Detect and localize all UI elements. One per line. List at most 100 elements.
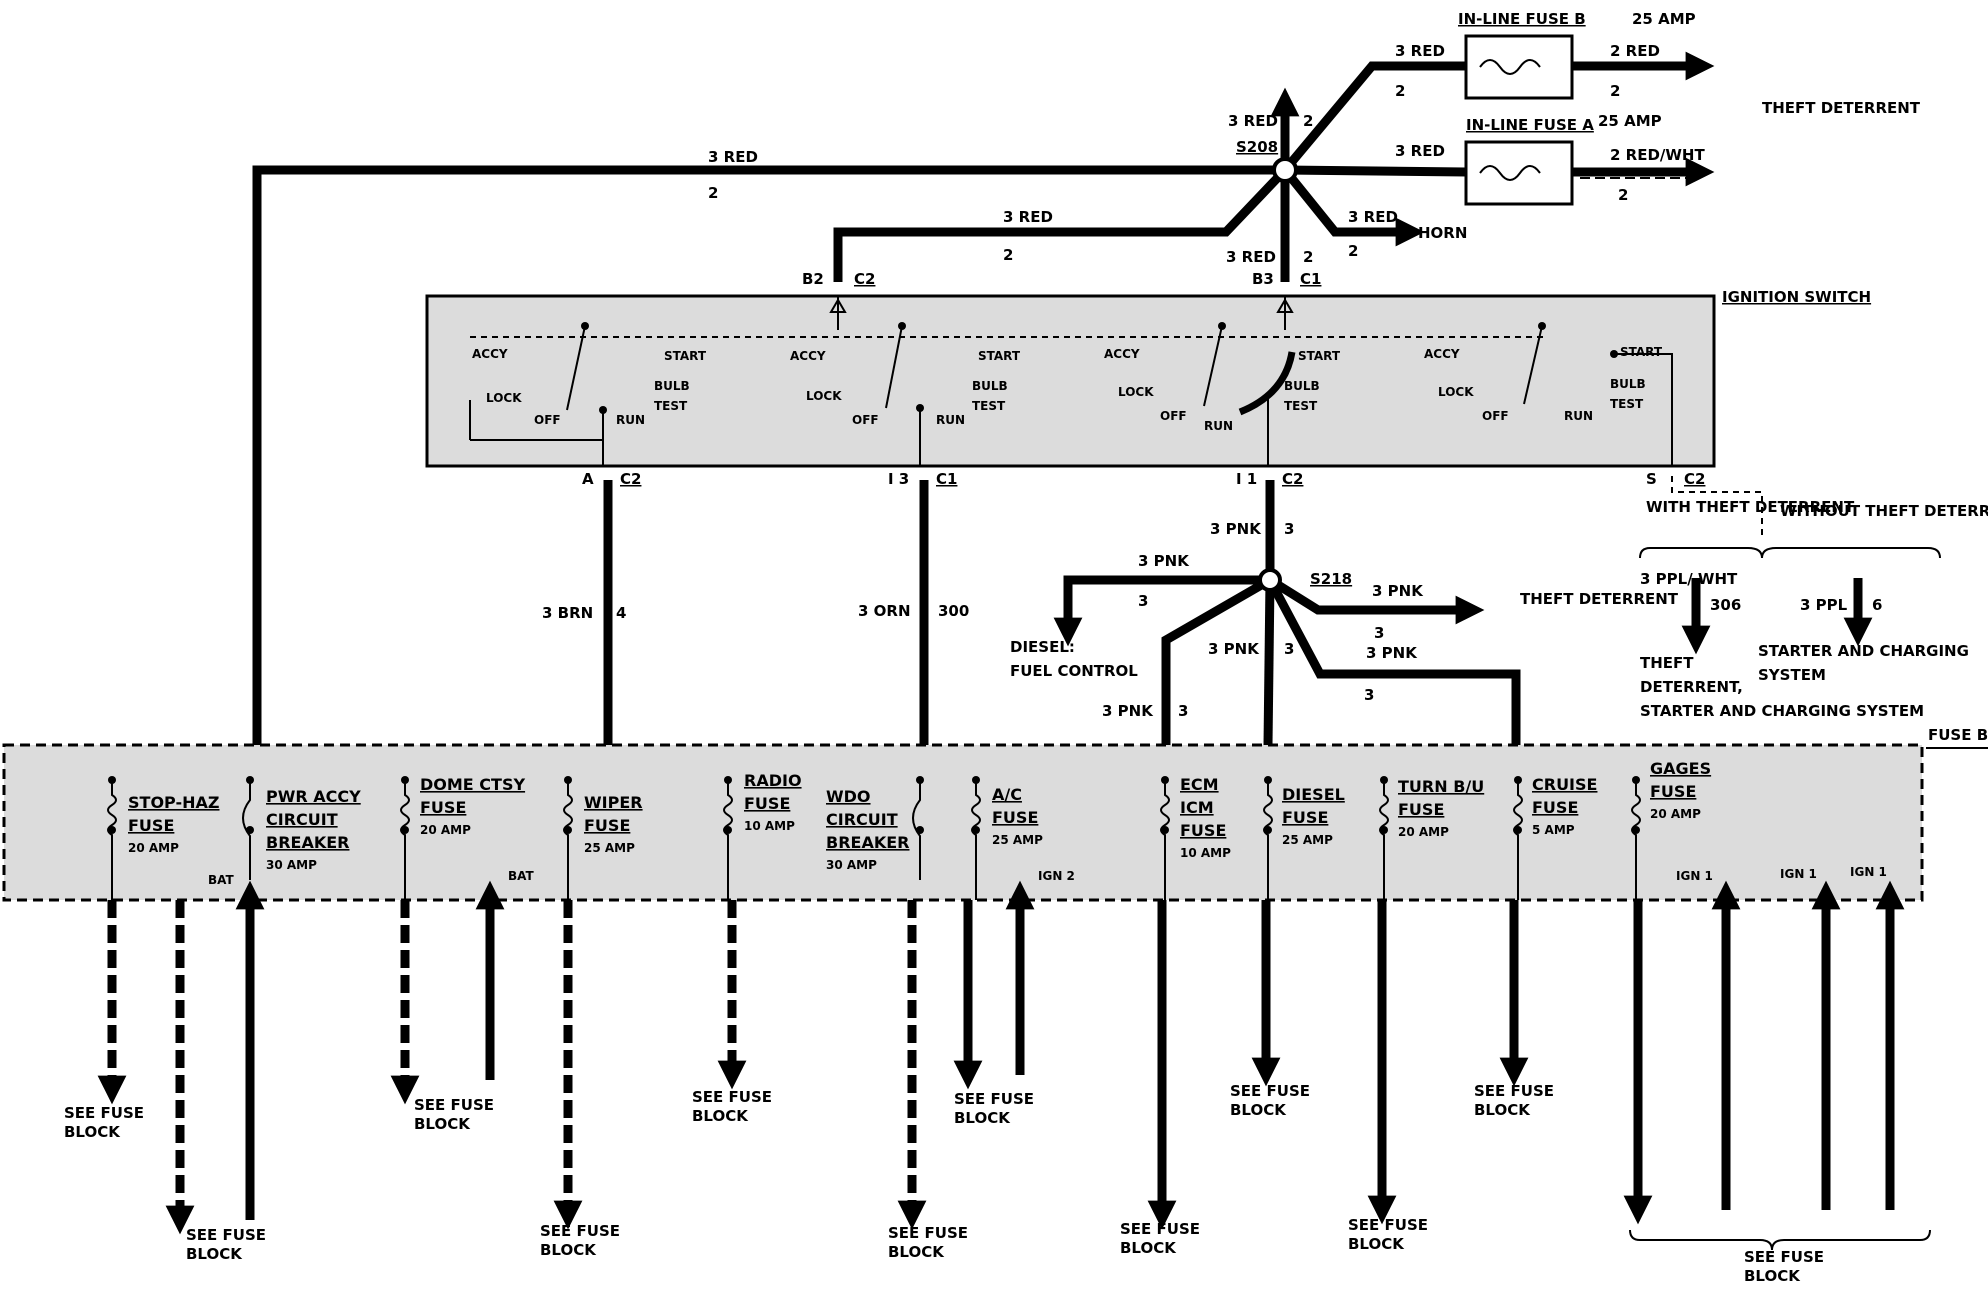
switch-position-label: LOCK: [1438, 385, 1474, 399]
wire-label: 2 RED/WHT: [1610, 146, 1705, 164]
see-fuse-block-label: BLOCK: [954, 1109, 1011, 1127]
fuse-name: GAGES: [1650, 759, 1711, 778]
connector-label: C2: [1684, 470, 1705, 488]
connector-label: S: [1646, 470, 1657, 488]
circuit-number: 4: [616, 604, 626, 622]
fuse-name: BREAKER: [826, 833, 909, 852]
switch-position-label: ACCY: [790, 349, 826, 363]
splice-s208-network: 3 RED 2 S208 3 RED 2 3 RED 2 3 RED 2 3 R…: [252, 61, 1467, 745]
see-fuse-block-label: BLOCK: [692, 1107, 749, 1125]
in-line-fuse-b-rating: 25 AMP: [1632, 10, 1696, 28]
fuse-rating: 20 AMP: [128, 841, 179, 855]
theft-option-label: WITH THEFT DETERRENT: [1646, 498, 1855, 516]
destination-label: THEFT: [1640, 654, 1694, 672]
fuse-rating: 30 AMP: [266, 858, 317, 872]
circuit-number: 3: [1178, 702, 1188, 720]
circuit-number: 3: [1138, 592, 1148, 610]
in-line-fuse-a-title: IN-LINE FUSE A: [1466, 116, 1594, 134]
tap-label: IGN 1: [1850, 865, 1887, 879]
fuse-rating: 20 AMP: [420, 823, 471, 837]
see-fuse-block-label: BLOCK: [186, 1245, 243, 1263]
tap-label: IGN 1: [1676, 869, 1713, 883]
fuse-rating: 25 AMP: [992, 833, 1043, 847]
see-fuse-block-label: SEE FUSE: [186, 1226, 266, 1244]
circuit-number: 2: [1618, 186, 1628, 204]
fuse-name: FUSE: [584, 816, 630, 835]
switch-position-label: ACCY: [1424, 347, 1460, 361]
switch-position-label: TEST: [1610, 397, 1644, 411]
circuit-number: 2: [1610, 82, 1620, 100]
circuit-number: 306: [1710, 596, 1741, 614]
see-fuse-block-label: BLOCK: [1474, 1101, 1531, 1119]
see-fuse-block-label: SEE FUSE: [1744, 1248, 1824, 1266]
circuit-number: 300: [938, 602, 969, 620]
connector-label: C1: [936, 470, 957, 488]
fuse-name: STOP-HAZ: [128, 793, 220, 812]
wire-label: 3 RED: [1226, 248, 1276, 266]
wire-label: 3 BRN: [542, 604, 593, 622]
see-fuse-block-label: SEE FUSE: [414, 1096, 494, 1114]
splice-s218-label: S218: [1310, 570, 1352, 588]
theft-deterrent-top-label: THEFT DETERRENT: [1762, 99, 1921, 117]
circuit-number: 2: [1303, 112, 1313, 130]
connector-label: C2: [1282, 470, 1303, 488]
wire-label: 3 PNK: [1102, 702, 1154, 720]
switch-position-label: RUN: [936, 413, 965, 427]
theft-deterrent-label: THEFT DETERRENT: [1520, 590, 1679, 608]
see-fuse-block-label: BLOCK: [64, 1123, 121, 1141]
fuse-name: FUSE: [1180, 821, 1226, 840]
fuse-name: ICM: [1180, 798, 1214, 817]
wire-label: 3 PPL: [1800, 596, 1848, 614]
switch-position-label: BULB: [1284, 379, 1320, 393]
switch-position-label: ACCY: [472, 347, 508, 361]
fuse-1: STOP-HAZ FUSE 20 AMP: [107, 776, 220, 900]
switch-section-1: ACCY LOCK OFF RUN START BULB TEST: [469, 322, 707, 466]
see-fuse-block-label: BLOCK: [888, 1243, 945, 1261]
circuit-number: 3: [1284, 520, 1294, 538]
in-line-fuse-a: IN-LINE FUSE A 25 AMP 3 RED 2 RED/WHT 2: [1395, 112, 1715, 206]
switch-position-label: LOCK: [1118, 385, 1154, 399]
circuit-number: 2: [1003, 246, 1013, 264]
destination-label: STARTER AND CHARGING SYSTEM: [1640, 702, 1924, 720]
see-fuse-block-label: BLOCK: [1120, 1239, 1177, 1257]
switch-position-label: RUN: [1564, 409, 1593, 423]
diesel-label: DIESEL:: [1010, 638, 1075, 656]
ignition-switch-title: IGNITION SWITCH: [1722, 288, 1871, 306]
fuse-name: PWR ACCY: [266, 787, 361, 806]
fuse-name: FUSE: [1398, 800, 1444, 819]
connector-label: A: [582, 470, 594, 488]
switch-position-label: START: [978, 349, 1021, 363]
destination-label: DETERRENT,: [1640, 678, 1743, 696]
theft-deterrent-options: WITH THEFT DETERRENT WITHOUT THEFT DETER…: [1639, 476, 1988, 720]
fuse-block-title: FUSE BLOCK: [1928, 726, 1988, 744]
fuse-name: FUSE: [128, 816, 174, 835]
fuse-name: CIRCUIT: [826, 810, 898, 829]
wire-label: 3 PNK: [1208, 640, 1260, 658]
fuse-symbol-icon: [1479, 165, 1541, 181]
wire-label: 3 RED: [708, 148, 758, 166]
switch-position-label: BULB: [1610, 377, 1646, 391]
splice-s218-network: 3 PNK 3 3 PNK 3 DIESEL: FUEL CONTROL 3 P…: [1010, 480, 1679, 746]
switch-position-label: LOCK: [806, 389, 842, 403]
wire-label: 3 RED: [1228, 112, 1278, 130]
wire-label: 3 PNK: [1138, 552, 1190, 570]
in-line-fuse-a-rating: 25 AMP: [1598, 112, 1662, 130]
see-fuse-block-label: BLOCK: [1230, 1101, 1287, 1119]
tap-label: IGN 2: [1038, 869, 1075, 883]
switch-position-label: OFF: [534, 413, 561, 427]
fuse-name: RADIO: [744, 771, 802, 790]
see-fuse-block-label: SEE FUSE: [1120, 1220, 1200, 1238]
switch-position-label: TEST: [1284, 399, 1318, 413]
see-fuse-block-label: SEE FUSE: [888, 1224, 968, 1242]
see-fuse-block-label: SEE FUSE: [692, 1088, 772, 1106]
